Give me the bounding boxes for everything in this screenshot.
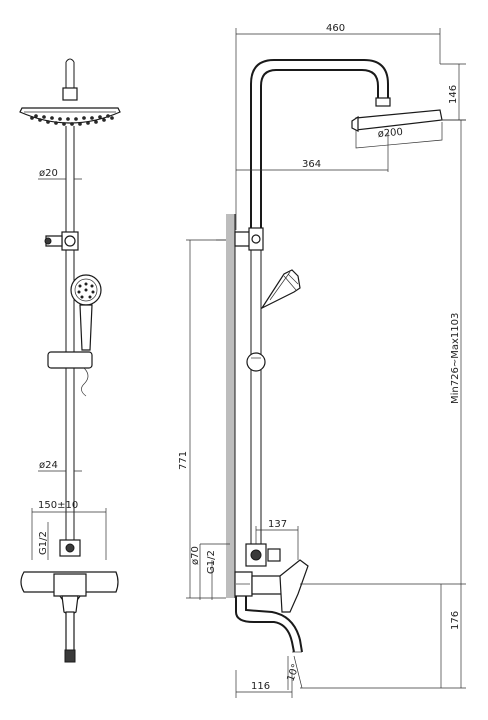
hand-shower-side [260, 269, 301, 310]
dim-spout-length: 116 [251, 681, 270, 692]
shower-head-side [351, 97, 443, 132]
dim-d70: ø70 [190, 546, 201, 565]
mixer-front [20, 571, 119, 663]
wall-section [226, 214, 236, 598]
dim-mixer-offset: 137 [268, 519, 287, 530]
side-view: 460 146 ø200 364 [178, 23, 466, 698]
dim-thread-right: G1/2 [206, 550, 217, 574]
dim-thread-left: G1/2 [38, 531, 49, 555]
dim-head-diameter: ø200 [377, 127, 403, 140]
hand-shower-front [70, 274, 102, 351]
shower-head-front [19, 107, 121, 126]
mixer-side [234, 543, 309, 613]
dim-d24: ø24 [39, 460, 58, 471]
dim-centers: 150±10 [38, 500, 78, 511]
dim-bar-length: 771 [178, 451, 189, 470]
bath-spout-side [235, 596, 303, 653]
dim-spout-height: 176 [450, 611, 461, 630]
dim-arm-reach: 364 [302, 159, 321, 170]
front-view: ø20 ø24 150±10 G1/2 [19, 58, 121, 663]
dim-arm-width: 460 [326, 23, 345, 34]
overhead-arm [250, 59, 389, 230]
dim-head-height: 146 [448, 85, 459, 104]
dim-adjust-range: Min726~Max1103 [450, 313, 461, 404]
dim-d20: ø20 [39, 168, 58, 179]
